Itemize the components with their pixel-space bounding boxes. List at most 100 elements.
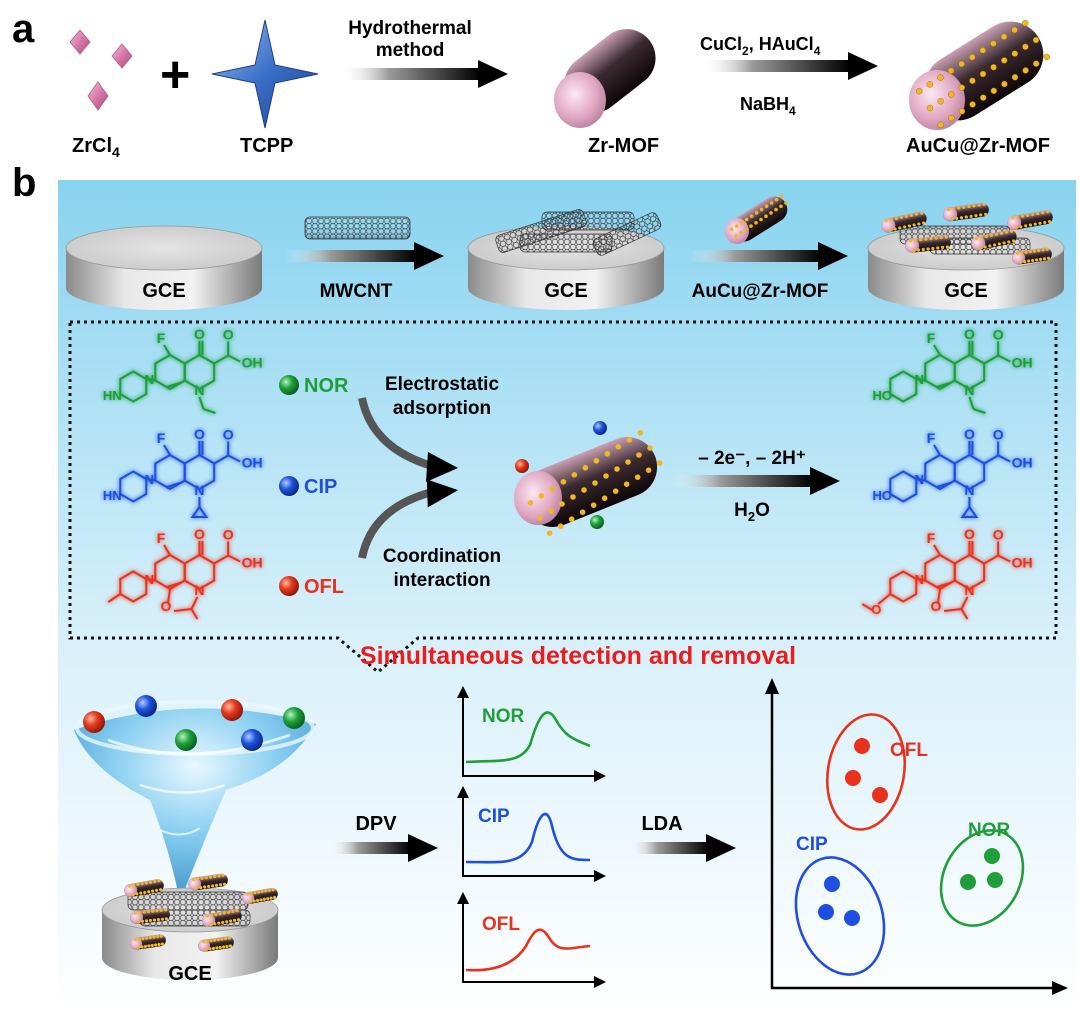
gold-nanoparticle bbox=[527, 500, 534, 506]
atom-label: OH bbox=[1012, 555, 1033, 571]
gold-nanoparticle bbox=[1032, 60, 1040, 67]
curved-arrow-bottom bbox=[358, 479, 459, 559]
atom-label: F bbox=[157, 430, 166, 446]
gold-nanoparticle bbox=[759, 217, 763, 222]
gold-nanoparticle bbox=[582, 465, 589, 471]
nor-legend-label: NOR bbox=[304, 375, 349, 397]
gold-nanoparticle bbox=[625, 459, 631, 465]
adsorption-label: adsorption bbox=[393, 398, 491, 419]
gold-nanoparticle bbox=[1001, 57, 1008, 64]
zrcl4-crystals bbox=[69, 29, 133, 111]
mwcnt-label: MWCNT bbox=[320, 281, 393, 302]
gce-label-2: GCE bbox=[544, 280, 587, 302]
gce-label-4: GCE bbox=[168, 963, 211, 985]
gold-nanoparticle bbox=[1011, 26, 1018, 34]
aucu-zr-mof-particle bbox=[202, 909, 242, 927]
atom-label: N bbox=[915, 372, 924, 387]
gold-nanoparticle bbox=[581, 487, 587, 493]
zr-mof-rod bbox=[554, 29, 656, 128]
atom-label: F bbox=[157, 330, 166, 346]
aucu-zr-mof-with-antibiotics bbox=[514, 421, 663, 536]
gold-nanoparticle bbox=[570, 494, 576, 500]
aucu-zr-mof-particle bbox=[1012, 247, 1052, 265]
gce-label-3: GCE bbox=[944, 280, 987, 302]
gce-electrode-modified bbox=[867, 202, 1065, 310]
gold-nanoparticle bbox=[759, 207, 764, 212]
gold-nanoparticle bbox=[969, 101, 976, 108]
gold-nanoparticle bbox=[1011, 74, 1019, 81]
aucu-zr-mof-modifier-label: AuCu@Zr-MOF bbox=[692, 281, 829, 302]
atom-label: N bbox=[145, 472, 154, 487]
gold-nanoparticle bbox=[948, 91, 955, 98]
gold-nanoparticle bbox=[1001, 80, 1008, 88]
aucu-zr-mof-particle bbox=[1007, 210, 1053, 230]
atom-label: N bbox=[194, 582, 204, 598]
gold-nanoparticle bbox=[548, 508, 554, 514]
atom-label: N bbox=[145, 572, 154, 587]
gce-electrode-bare bbox=[65, 225, 263, 310]
plus-sign: + bbox=[160, 46, 190, 104]
lda-plot-axes bbox=[765, 678, 1068, 995]
gold-nanoparticle bbox=[749, 224, 753, 228]
arrow-oxidation bbox=[672, 467, 840, 495]
gold-nanoparticle bbox=[734, 234, 738, 238]
gold-nanoparticle bbox=[1032, 36, 1040, 44]
atom-label: O bbox=[931, 598, 942, 614]
atom-label: O bbox=[964, 426, 975, 442]
gold-nanoparticle bbox=[779, 204, 783, 209]
aucu-rod-small bbox=[725, 194, 788, 244]
atom-label: O bbox=[223, 527, 234, 543]
gold-nanoparticle bbox=[979, 70, 987, 78]
gce-electrode-bottom bbox=[101, 873, 279, 980]
nor-ball bbox=[279, 375, 299, 395]
atom-label: N bbox=[145, 372, 154, 387]
arrow-hydrothermal bbox=[340, 60, 508, 88]
mwcnt-tube bbox=[304, 216, 411, 240]
gold-nanoparticle bbox=[958, 84, 965, 91]
atom-label: F bbox=[927, 330, 936, 346]
gold-nanoparticle bbox=[1022, 67, 1029, 74]
atom-label: O bbox=[993, 327, 1004, 343]
gold-nanoparticle bbox=[990, 63, 997, 71]
gold-nanoparticle bbox=[990, 40, 997, 47]
lda-cluster-ofl bbox=[825, 713, 907, 831]
gold-nanoparticle bbox=[937, 74, 944, 81]
gold-nanoparticle bbox=[1022, 43, 1029, 50]
arrow-reduction bbox=[700, 52, 878, 80]
gold-nanoparticle bbox=[614, 466, 620, 472]
ofl-legend-label: OFL bbox=[304, 576, 344, 598]
lda-label: LDA bbox=[641, 813, 682, 835]
gold-nanoparticle bbox=[1011, 50, 1018, 57]
gold-nanoparticle bbox=[636, 452, 642, 458]
gold-nanoparticle bbox=[603, 473, 609, 479]
atom-label: O bbox=[223, 327, 234, 343]
atom-label: OH bbox=[1012, 455, 1033, 471]
gold-nanoparticle bbox=[764, 204, 769, 209]
gold-nanoparticle bbox=[557, 523, 564, 529]
gold-nanoparticle bbox=[647, 445, 653, 451]
gold-nanoparticle bbox=[634, 474, 641, 480]
dpv-plot-nor bbox=[457, 686, 606, 782]
interaction-label: interaction bbox=[393, 570, 490, 591]
gold-nanoparticle bbox=[579, 509, 586, 515]
gold-nanoparticle bbox=[969, 77, 976, 85]
dpv-label: DPV bbox=[355, 813, 397, 835]
gold-nanoparticle bbox=[969, 53, 976, 61]
gold-nanoparticle bbox=[947, 67, 955, 74]
zrcl4-label: ZrCl4 bbox=[72, 135, 120, 160]
lda-cluster-nor bbox=[939, 829, 1025, 927]
water-vortex bbox=[74, 695, 316, 902]
dpv-plot-cip bbox=[457, 786, 606, 882]
water-label: H2O bbox=[734, 500, 770, 524]
gce-electrode-mwcnt bbox=[467, 209, 665, 310]
gold-nanoparticle bbox=[656, 460, 663, 466]
gold-nanoparticle bbox=[729, 227, 734, 232]
atom-label: N bbox=[915, 572, 924, 587]
ofl-ball bbox=[279, 576, 299, 596]
aucu-zr-mof-particle bbox=[124, 879, 164, 897]
